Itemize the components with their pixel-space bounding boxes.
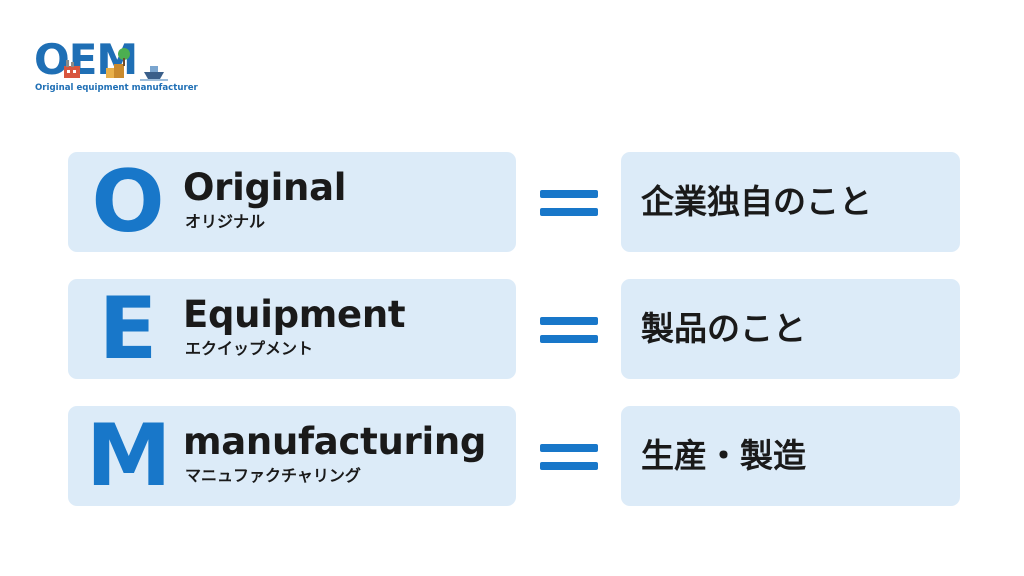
meaning-box: 企業独自のこと xyxy=(621,152,960,252)
initial-letter: E xyxy=(98,279,158,379)
term-word: Equipment xyxy=(183,293,406,336)
initial-letter: M xyxy=(86,406,172,506)
equals-icon xyxy=(540,188,598,218)
term-box: O Original オリジナル xyxy=(68,152,516,252)
factory-icon xyxy=(64,60,80,78)
term-reading: マニュファクチャリング xyxy=(185,466,361,485)
term-word: manufacturing xyxy=(183,420,487,463)
term-meaning: 製品のこと xyxy=(641,309,806,348)
definition-row-o: O Original オリジナル 企業独自のこと xyxy=(68,152,960,252)
definition-row-m: M manufacturing マニュファクチャリング 生産・製造 xyxy=(68,406,960,506)
term-box: M manufacturing マニュファクチャリング xyxy=(68,406,516,506)
logo-illustration xyxy=(64,48,168,81)
meaning-box: 生産・製造 xyxy=(621,406,960,506)
term-meaning: 生産・製造 xyxy=(641,436,806,475)
term-word: Original xyxy=(183,166,347,209)
initial-letter: O xyxy=(91,152,165,252)
cube-icon xyxy=(106,64,124,78)
equals-icon xyxy=(540,442,598,472)
meaning-box: 製品のこと xyxy=(621,279,960,379)
definition-row-e: E Equipment エクイップメント 製品のこと xyxy=(68,279,960,379)
term-meaning: 企業独自のこと xyxy=(641,182,872,221)
ship-icon xyxy=(140,66,168,81)
tree-icon xyxy=(118,48,130,66)
term-reading: オリジナル xyxy=(185,212,266,231)
equals-icon xyxy=(540,315,598,345)
term-reading: エクイップメント xyxy=(185,339,314,358)
logo-subtitle: Original equipment manufacturer xyxy=(35,83,198,93)
term-box: E Equipment エクイップメント xyxy=(68,279,516,379)
oem-logo: OEM xyxy=(34,38,198,98)
